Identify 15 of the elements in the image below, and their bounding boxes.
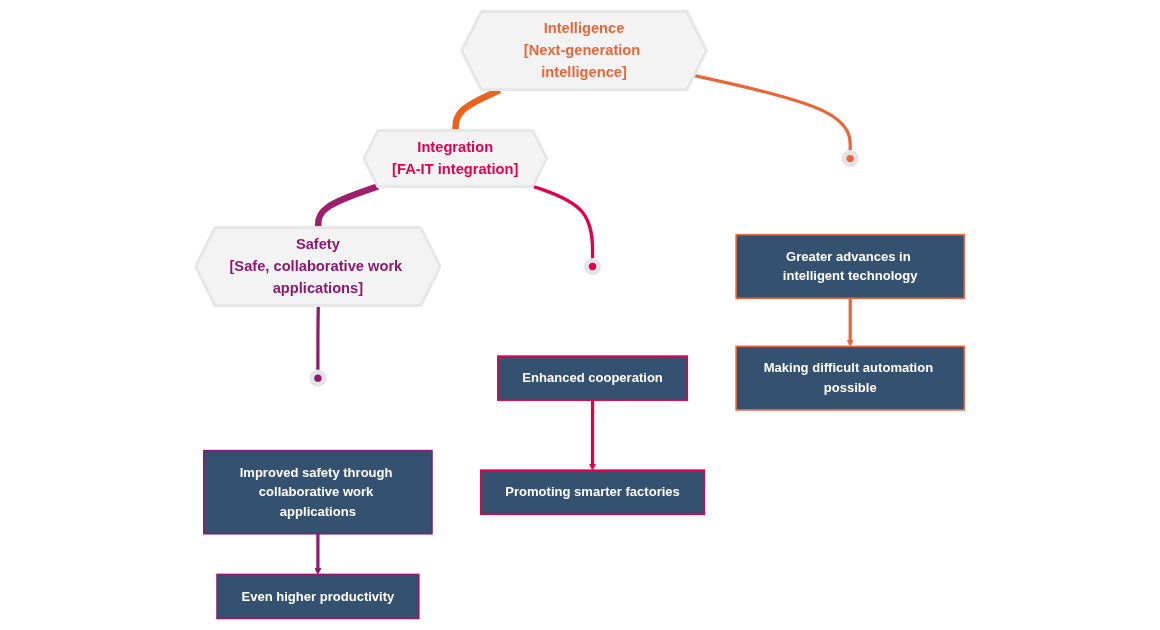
node-box: Even higher productivity — [216, 573, 420, 620]
node-box: Enhanced cooperation — [497, 355, 689, 401]
node-circle — [584, 257, 602, 276]
arrow — [314, 533, 322, 575]
node-circle — [841, 150, 859, 168]
arrow — [846, 298, 854, 347]
node-circle — [309, 369, 327, 387]
connector — [316, 306, 321, 372]
node-box: Improved safety through collaborative work applications — [203, 449, 433, 535]
node-box: Making difficult automation possible — [735, 345, 966, 411]
arrow — [589, 400, 597, 471]
connector — [694, 74, 852, 153]
node-box: Greater advances in intelligent technology — [735, 233, 966, 300]
connector — [532, 184, 595, 261]
node-box: Promoting smarter factories — [480, 469, 706, 515]
